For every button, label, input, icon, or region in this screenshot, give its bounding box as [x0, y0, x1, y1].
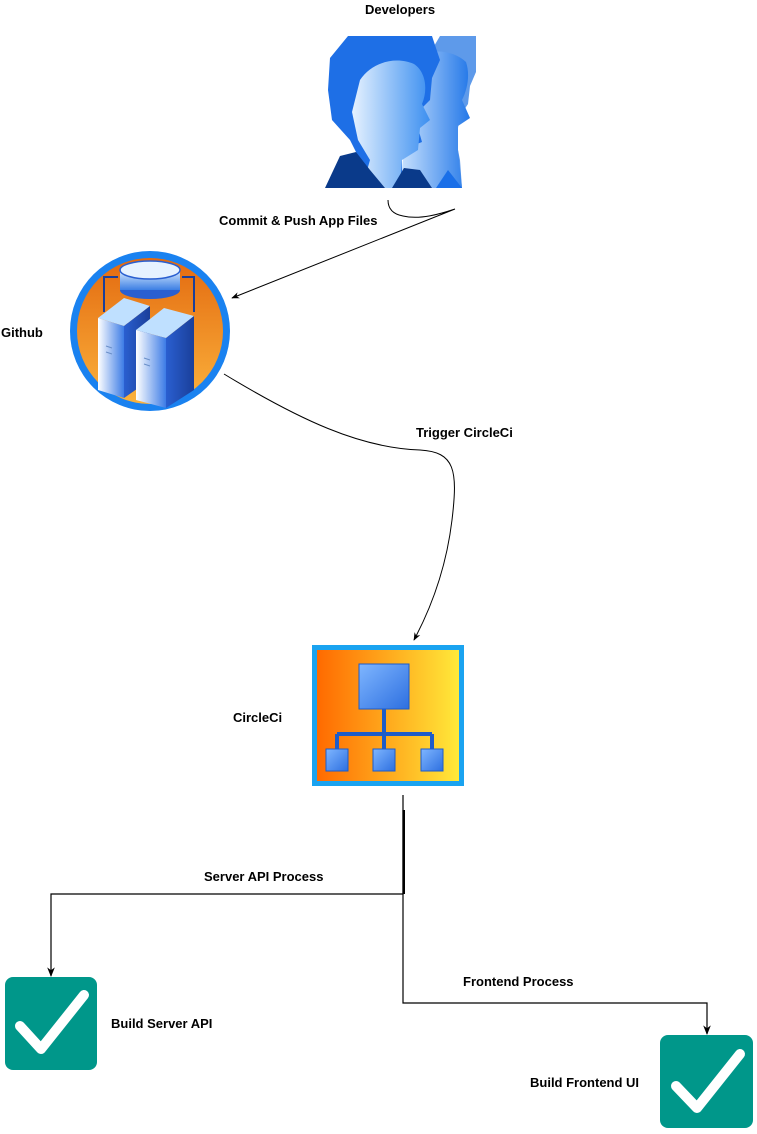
github-label: Github	[1, 325, 43, 340]
edge-server-process	[47, 795, 404, 977]
build-server-label: Build Server API	[111, 1016, 212, 1031]
commit-edge-label: Commit & Push App Files	[219, 213, 377, 228]
database-server-icon	[70, 251, 230, 411]
developers-label: Developers	[365, 2, 435, 17]
hierarchy-icon	[312, 645, 464, 786]
server-process-edge-label: Server API Process	[204, 869, 323, 884]
edge-frontend-process	[402, 810, 711, 1035]
trigger-edge-label: Trigger CircleCi	[416, 425, 513, 440]
build-frontend-label: Build Frontend UI	[530, 1075, 639, 1090]
circleci-label: CircleCi	[233, 710, 282, 725]
frontend-process-edge-label: Frontend Process	[463, 974, 574, 989]
users-icon	[325, 36, 476, 188]
checkmark-icon	[5, 977, 97, 1070]
checkmark-icon	[660, 1035, 753, 1128]
edge-commit	[232, 199, 456, 298]
edge-trigger	[223, 373, 455, 641]
